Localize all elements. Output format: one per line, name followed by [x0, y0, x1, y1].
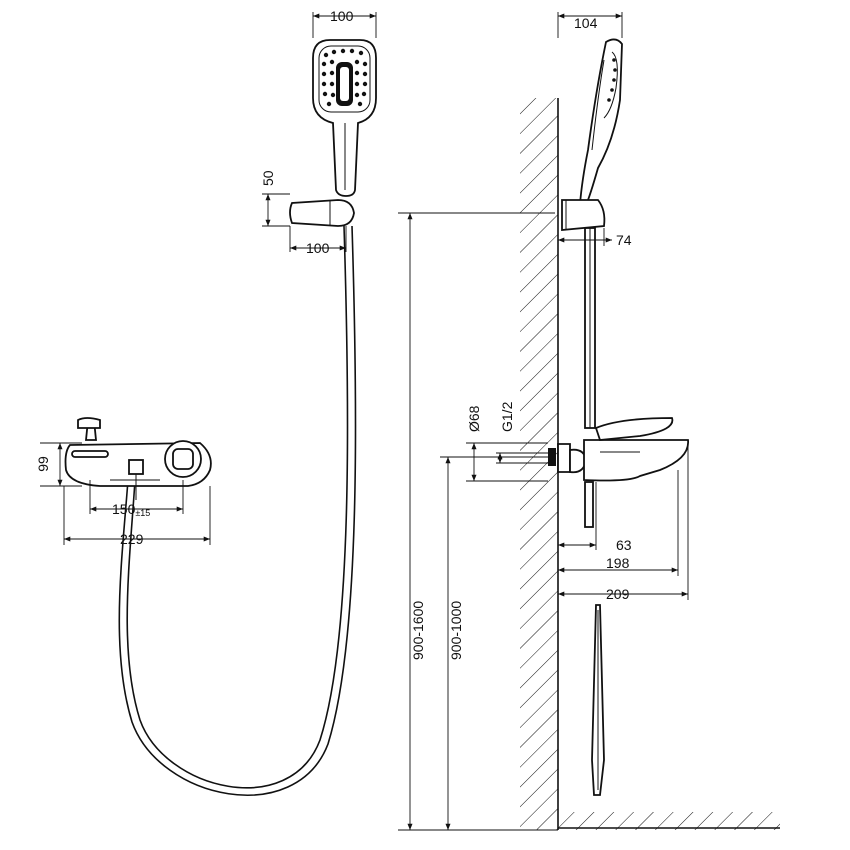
mixer-side	[548, 417, 689, 482]
dim-center-distance: 150±15	[112, 501, 150, 518]
nozzle-profile	[607, 58, 617, 102]
shower-holder-side	[561, 199, 606, 231]
dim-flange-diameter: Ø68	[466, 405, 482, 432]
nozzle-grid	[321, 48, 368, 107]
rail-lower-end	[591, 604, 605, 796]
dim-mixer-width: 229	[120, 531, 144, 547]
dim-center-value: 150	[112, 501, 136, 517]
dim-depth-198: 198	[606, 555, 630, 571]
dim-total-height-range: 900-1600	[410, 601, 426, 660]
slide-rail	[584, 227, 596, 528]
dim-handshower-width: 100	[330, 8, 354, 24]
dim-holder-height: 50	[260, 170, 276, 186]
dim-handshower-depth: 104	[574, 15, 598, 31]
dim-mixer-height-range: 900-1000	[448, 601, 464, 660]
handshower-front	[312, 39, 377, 197]
handshower-side	[579, 38, 623, 207]
side-view: 104 74 900-1600 900-1000 Ø68 G1/2 63	[398, 12, 780, 831]
dim-holder-width: 100	[306, 240, 330, 256]
shower-hose	[118, 225, 357, 796]
dim-mixer-height: 99	[35, 456, 51, 472]
side-dimensions: 104 74 900-1600 900-1000 Ø68 G1/2 63	[398, 12, 689, 831]
dim-holder-depth: 74	[616, 232, 632, 248]
mixer-front	[64, 417, 212, 500]
front-view: 100 50 100 99 150±15 229	[35, 8, 377, 796]
dim-thread: G1/2	[499, 401, 515, 432]
front-dimensions: 100 50 100 99 150±15 229	[35, 8, 377, 547]
shower-holder-front	[289, 199, 355, 227]
dim-depth-209: 209	[606, 586, 630, 602]
dim-depth-63: 63	[616, 537, 632, 553]
dim-center-tolerance: ±15	[135, 508, 150, 518]
